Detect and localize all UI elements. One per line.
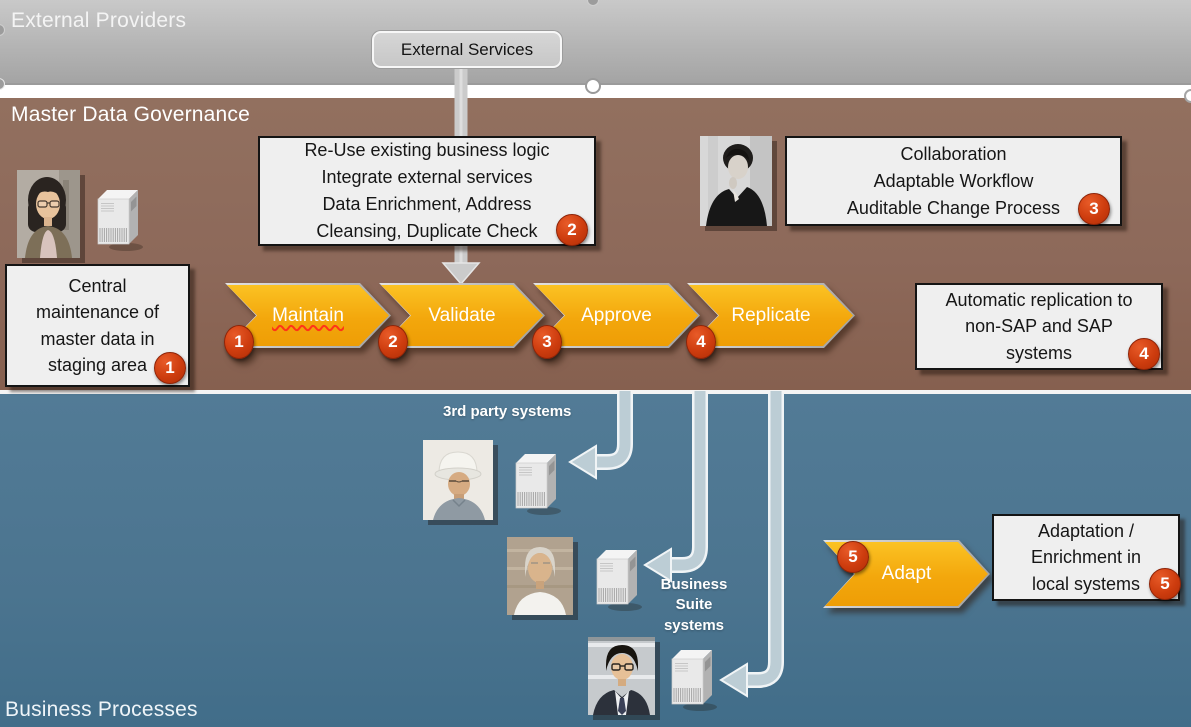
chevron-adapt-label: Adapt: [881, 563, 932, 584]
chevron-maintain-label: Maintain: [272, 304, 344, 326]
woman-glasses-portrait: [17, 170, 80, 258]
server-icon-mdg: [93, 186, 144, 257]
external-services-box: External Services: [372, 31, 562, 68]
callout-badge-2: 2: [556, 214, 588, 246]
callout-reuse-business-logic: Re-Use existing business logic Integrate…: [258, 136, 596, 246]
step-badge-5: 5: [837, 541, 869, 573]
chevron-validate-label: Validate: [428, 304, 496, 326]
photo-suite-user-1: [507, 537, 573, 615]
hard-hat-worker-portrait: [423, 440, 493, 520]
chevron-replicate-label: Replicate: [731, 304, 811, 326]
chevron-approve-label: Approve: [581, 304, 652, 326]
label-third-party-systems: 3rd party systems: [443, 403, 572, 420]
step-badge-3: 3: [532, 325, 562, 359]
callout-adaptation-text: Adaptation / Enrichment in local systems: [1030, 521, 1142, 594]
businesswoman-portrait: [700, 136, 772, 226]
callout-collaboration-text: Collaboration Adaptable Workflow Auditab…: [846, 143, 1061, 218]
photo-governance-collaborator: [700, 136, 772, 226]
callout-badge-4: 4: [1128, 338, 1160, 370]
callout-automatic-replication: Automatic replication to non-SAP and SAP…: [915, 283, 1163, 370]
step-badge-1: 1: [224, 325, 254, 359]
callout-adaptation: Adaptation / Enrichment in local systems…: [992, 514, 1181, 601]
server-icon-third-party: [511, 450, 562, 521]
band-label-master-data-governance: Master Data Governance: [11, 103, 251, 126]
step-badge-2: 2: [378, 325, 408, 359]
callout-automatic-replication-text: Automatic replication to non-SAP and SAP…: [945, 290, 1133, 363]
callout-badge-5: 5: [1149, 568, 1181, 600]
band-label-external-providers: External Providers: [11, 9, 187, 32]
handle-mid-center: [585, 78, 601, 94]
chevron-adapt: Adapt 5: [823, 540, 990, 608]
server-icon-suite-1: [592, 546, 643, 617]
callout-badge-1: 1: [154, 352, 186, 384]
chevron-replicate: Replicate 4: [686, 283, 855, 359]
asian-man-portrait: [588, 637, 655, 715]
older-man-portrait: [507, 537, 573, 615]
band-external-providers: [0, 0, 1191, 85]
chevron-approve: Approve 3: [532, 283, 700, 359]
callout-central-maintenance: Central maintenance of master data in st…: [5, 264, 190, 387]
callout-collaboration: Collaboration Adaptable Workflow Auditab…: [785, 136, 1122, 226]
band-label-business-processes: Business Processes: [5, 698, 198, 721]
label-business-suite-systems: Business Suite systems: [660, 576, 728, 634]
chevron-validate: Validate 2: [378, 283, 545, 359]
callout-central-maintenance-text: Central maintenance of master data in st…: [35, 276, 160, 375]
server-icon-suite-2: [667, 646, 718, 717]
photo-master-data-steward: [17, 170, 80, 258]
callout-reuse-text: Re-Use existing business logic Integrate…: [304, 140, 550, 241]
photo-suite-user-2: [588, 637, 655, 715]
callout-badge-3: 3: [1078, 193, 1110, 225]
step-badge-4: 4: [686, 325, 716, 359]
external-services-label: External Services: [400, 39, 534, 59]
handle-right-edge: [1184, 89, 1191, 103]
photo-third-party-user: [423, 440, 493, 520]
chevron-maintain: Maintain 1: [224, 283, 391, 359]
